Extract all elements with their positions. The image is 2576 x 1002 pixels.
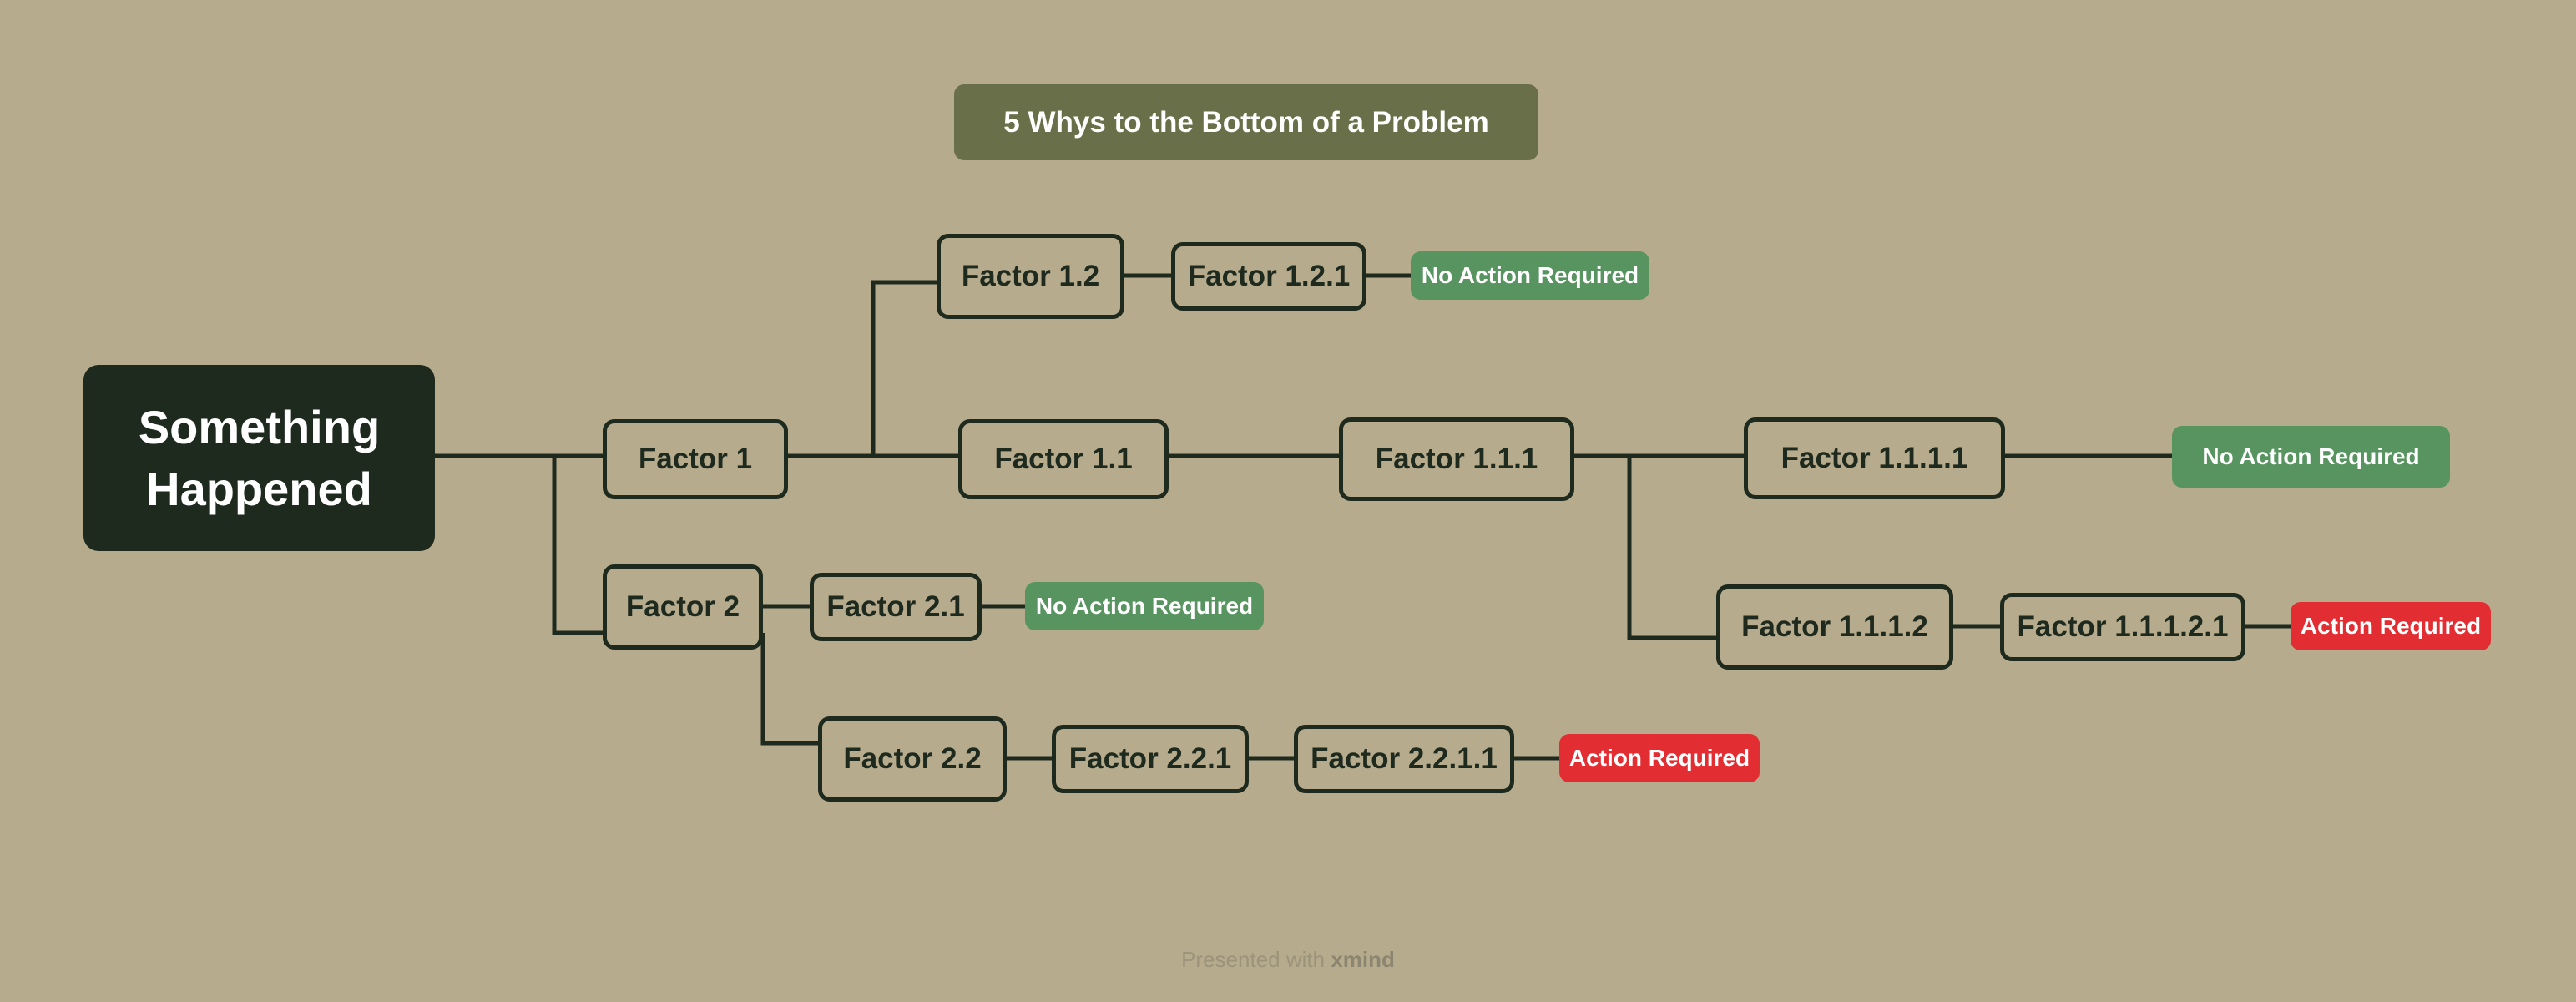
topic-factor-2-2-1[interactable]: Factor 2.2.1 (1052, 725, 1249, 793)
footer-brand-logo[interactable]: xmind (1331, 947, 1395, 972)
topic-factor-1-2[interactable]: Factor 1.2 (937, 234, 1124, 319)
connector-root-factor2 (552, 456, 603, 635)
topic-factor-2[interactable]: Factor 2 (603, 564, 763, 650)
connector-factor2-factor22 (760, 633, 818, 746)
topic-factor-1-1[interactable]: Factor 1.1 (958, 419, 1169, 499)
topic-factor-1-1-1-2-1[interactable]: Factor 1.1.1.2.1 (2000, 593, 2245, 661)
topic-factor-2-1[interactable]: Factor 2.1 (810, 573, 982, 641)
topic-factor-1-2-1[interactable]: Factor 1.2.1 (1171, 242, 1366, 311)
topic-factor-2-2[interactable]: Factor 2.2 (818, 716, 1007, 802)
root-topic-line-1: Something (138, 400, 381, 453)
topic-factor-1[interactable]: Factor 1 (603, 419, 788, 499)
connector-factor111-factor1112 (1627, 456, 1716, 640)
outcome-badge-factor-2-2-1-1: Action Required (1559, 734, 1760, 782)
topic-factor-1-1-1-2[interactable]: Factor 1.1.1.2 (1716, 584, 1953, 670)
diagram-title: 5 Whys to the Bottom of a Problem (954, 84, 1538, 160)
topic-factor-2-2-1-1[interactable]: Factor 2.2.1.1 (1294, 725, 1514, 793)
root-topic-line-2: Happened (146, 462, 372, 515)
root-topic[interactable]: Something Happened (83, 365, 435, 551)
outcome-badge-factor-2-1: No Action Required (1025, 582, 1264, 630)
topic-factor-1-1-1-1[interactable]: Factor 1.1.1.1 (1744, 418, 2005, 499)
connector-factor1-factor12 (871, 280, 937, 456)
footer-credit: Presented with xmind (1085, 947, 1491, 973)
outcome-badge-factor-1-1-1-2-1: Action Required (2291, 602, 2491, 650)
topic-factor-1-1-1[interactable]: Factor 1.1.1 (1339, 418, 1574, 501)
footer-prefix: Presented with (1181, 947, 1331, 972)
outcome-badge-factor-1-2-1: No Action Required (1411, 251, 1649, 300)
outcome-badge-factor-1-1-1-1: No Action Required (2172, 426, 2450, 488)
